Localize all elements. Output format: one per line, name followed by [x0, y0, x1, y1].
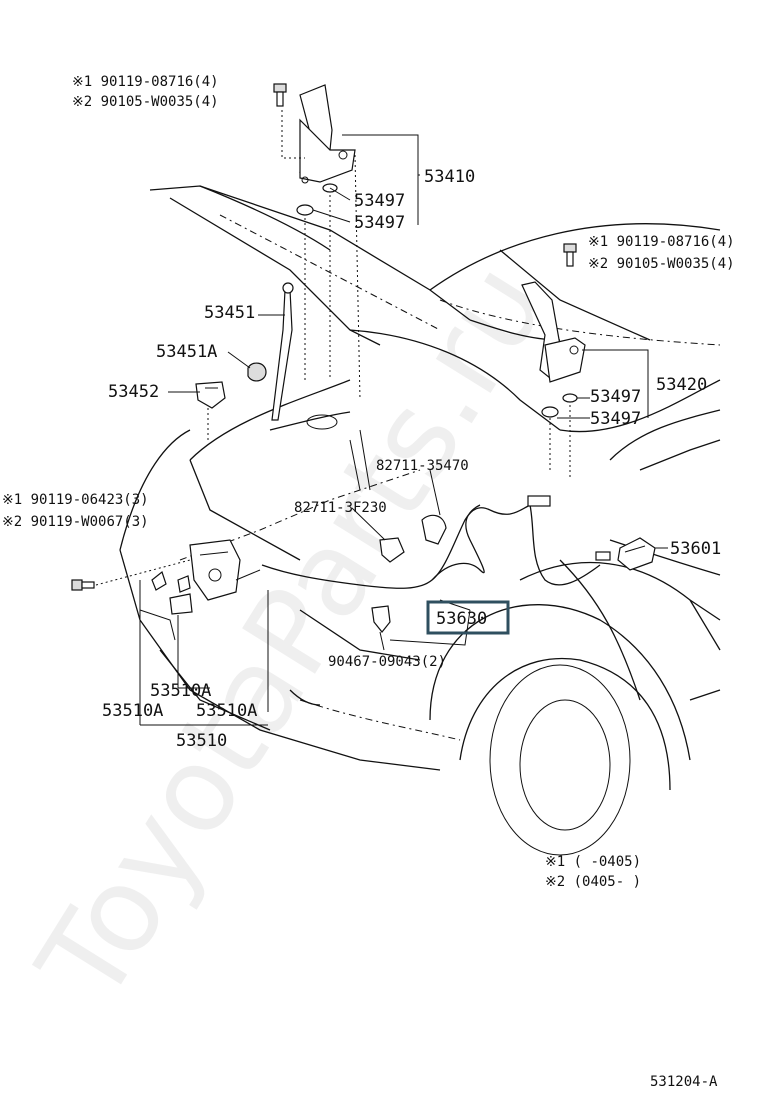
hood-hinge-right[interactable]: [521, 281, 586, 383]
rod-holder-icon: [247, 362, 267, 382]
lock-part-icon-a2: [169, 593, 193, 615]
diagram-id: 531204-A: [650, 1074, 718, 1090]
callout-bolt-lock-1[interactable]: ※1 90119-06423(3): [2, 492, 149, 508]
callout-washer-r2[interactable]: 53497: [590, 409, 641, 429]
hood-hinge-left[interactable]: [299, 84, 356, 184]
callout-washer-l1[interactable]: 53497: [354, 191, 405, 211]
callout-clip[interactable]: 90467-09043(2): [328, 654, 446, 670]
callout-bolt-left-2[interactable]: ※2 90105-W0035(4): [72, 94, 219, 110]
hood-release-lever[interactable]: [617, 537, 656, 571]
clip-icon: [371, 605, 391, 633]
lock-part-icon-a3: [177, 575, 191, 593]
callout-rod-clamp[interactable]: 53452: [108, 382, 159, 402]
callout-bolt-right-2[interactable]: ※2 90105-W0035(4): [588, 256, 735, 272]
leader-lines: [139, 134, 668, 726]
callout-bolt-left-1[interactable]: ※1 90119-08716(4): [72, 74, 219, 90]
washer-icon-left-2: [296, 204, 314, 216]
callout-hinge-right[interactable]: 53420: [656, 375, 707, 395]
callout-hinge-left[interactable]: 53410: [424, 167, 475, 187]
rod-clamp-icon: [195, 381, 226, 409]
callout-lock-a2[interactable]: 53510A: [102, 701, 163, 721]
clamp-icon-1: [421, 514, 447, 545]
callout-lock-a1[interactable]: 53510A: [150, 681, 211, 701]
callout-washer-r1[interactable]: 53497: [590, 387, 641, 407]
lock-bolt-icon: [71, 579, 95, 591]
lock-part-icon-a1: [151, 570, 167, 591]
bolt-icon-left-hinge: [273, 83, 287, 107]
callout-rod-holder[interactable]: 53451A: [156, 342, 217, 362]
callout-washer-l2[interactable]: 53497: [354, 213, 405, 233]
vehicle-body-outline: [119, 185, 721, 856]
clamp-icon-2: [379, 537, 405, 563]
legend-note-2: ※2 (0405- ): [545, 874, 641, 890]
callout-support-rod[interactable]: 53451: [204, 303, 255, 323]
hood-support-rod[interactable]: [271, 282, 294, 421]
callout-clamp-1[interactable]: 82711-35470: [376, 458, 469, 474]
bolt-icon-right-hinge: [563, 243, 577, 267]
washer-icon-right-1: [562, 393, 578, 403]
highlight-box-53630: [426, 600, 510, 635]
hood-release-cable[interactable]: [261, 495, 611, 589]
callout-bolt-lock-2[interactable]: ※2 90119-W0067(3): [2, 514, 149, 530]
legend-note-1: ※1 ( -0405): [545, 854, 641, 870]
washer-icon-right-2: [541, 406, 559, 418]
callout-cable-53630[interactable]: 53630: [436, 609, 487, 629]
callout-lock-assembly[interactable]: 53510: [176, 731, 227, 751]
callout-clamp-2[interactable]: 82711-3F230: [294, 500, 387, 516]
callout-bolt-right-1[interactable]: ※1 90119-08716(4): [588, 234, 735, 250]
hood-lock-assembly[interactable]: [189, 539, 261, 601]
callout-release-lever[interactable]: 53601: [670, 539, 721, 559]
callout-lock-a3[interactable]: 53510A: [196, 701, 257, 721]
